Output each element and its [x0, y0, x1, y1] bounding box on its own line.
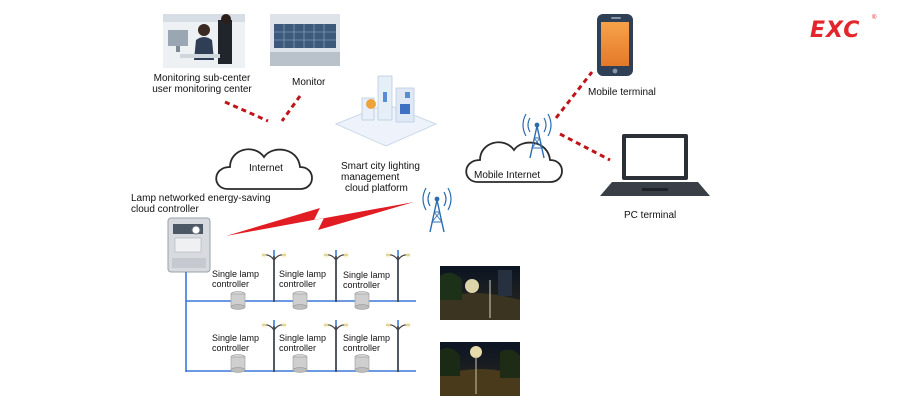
label-line: Single lamp	[212, 269, 260, 279]
signal-tower-icon	[422, 187, 452, 233]
label-line: cloud controller	[131, 204, 199, 215]
registered-mark: ®	[872, 15, 877, 21]
label-line: user monitoring center	[152, 84, 252, 95]
cloud-controller-label: Lamp networked energy-saving cloud contr…	[131, 193, 271, 215]
single-lamp-controller-label: Single lamp controller	[212, 333, 259, 353]
cloud-platform-icon	[334, 75, 438, 147]
label-line: controller	[212, 343, 250, 353]
dashed-links	[224, 71, 611, 162]
brand-logo: EXC	[810, 18, 861, 43]
mobile-internet-label: Mobile Internet	[474, 170, 541, 181]
laptop-icon	[600, 134, 710, 196]
pc-terminal-label: PC terminal	[624, 210, 677, 221]
label-line: controller	[279, 343, 317, 353]
single-lamp-controller-label: Single lamp controller	[343, 270, 390, 290]
label-line: Single lamp	[279, 333, 327, 343]
label-line: controller	[343, 280, 381, 290]
label-line: cloud platform	[345, 183, 408, 194]
single-lamp-controller-icon	[354, 291, 370, 310]
internet-label: Internet	[249, 163, 283, 174]
label-line: controller	[279, 279, 317, 289]
label-line: controller	[212, 279, 250, 289]
label-line: Single lamp	[343, 333, 391, 343]
single-lamp-controllers	[230, 291, 370, 373]
smartphone-icon	[597, 14, 633, 76]
single-lamp-controller-label: Single lamp controller	[212, 269, 259, 289]
single-lamp-controller-label: Single lamp controller	[279, 333, 326, 353]
single-lamp-controller-label: Single lamp controller	[279, 269, 326, 289]
mobile-terminal-label: Mobile terminal	[588, 87, 656, 98]
single-lamp-controller-icon	[292, 354, 308, 373]
single-lamp-controller-label: Single lamp controller	[343, 333, 390, 353]
monitor-label: Monitor	[292, 77, 326, 88]
night-street-photo	[440, 342, 520, 396]
single-lamp-controller-icon	[230, 354, 246, 373]
label-line: Single lamp	[343, 270, 391, 280]
monitoring-wall-photo	[270, 14, 340, 66]
wireless-signal-bolt	[226, 202, 414, 236]
office-worker-photo	[163, 14, 245, 68]
monitoring-center-label: Monitoring sub-center user monitoring ce…	[148, 73, 256, 95]
night-street-photo	[440, 266, 520, 320]
single-lamp-controller-icon	[292, 291, 308, 310]
single-lamp-controller-icon	[230, 291, 246, 310]
label-line: controller	[343, 343, 381, 353]
label-line: Single lamp	[279, 269, 327, 279]
label-line: Monitoring sub-center	[153, 73, 251, 84]
label-line: Lamp networked energy-saving	[131, 193, 271, 204]
energy-controller-device	[167, 217, 211, 273]
label-line: Smart city lighting	[341, 161, 420, 172]
platform-label: Smart city lighting management cloud pla…	[341, 161, 420, 194]
label-line: Single lamp	[212, 333, 260, 343]
label-line: management	[341, 172, 400, 183]
single-lamp-controller-icon	[354, 354, 370, 373]
